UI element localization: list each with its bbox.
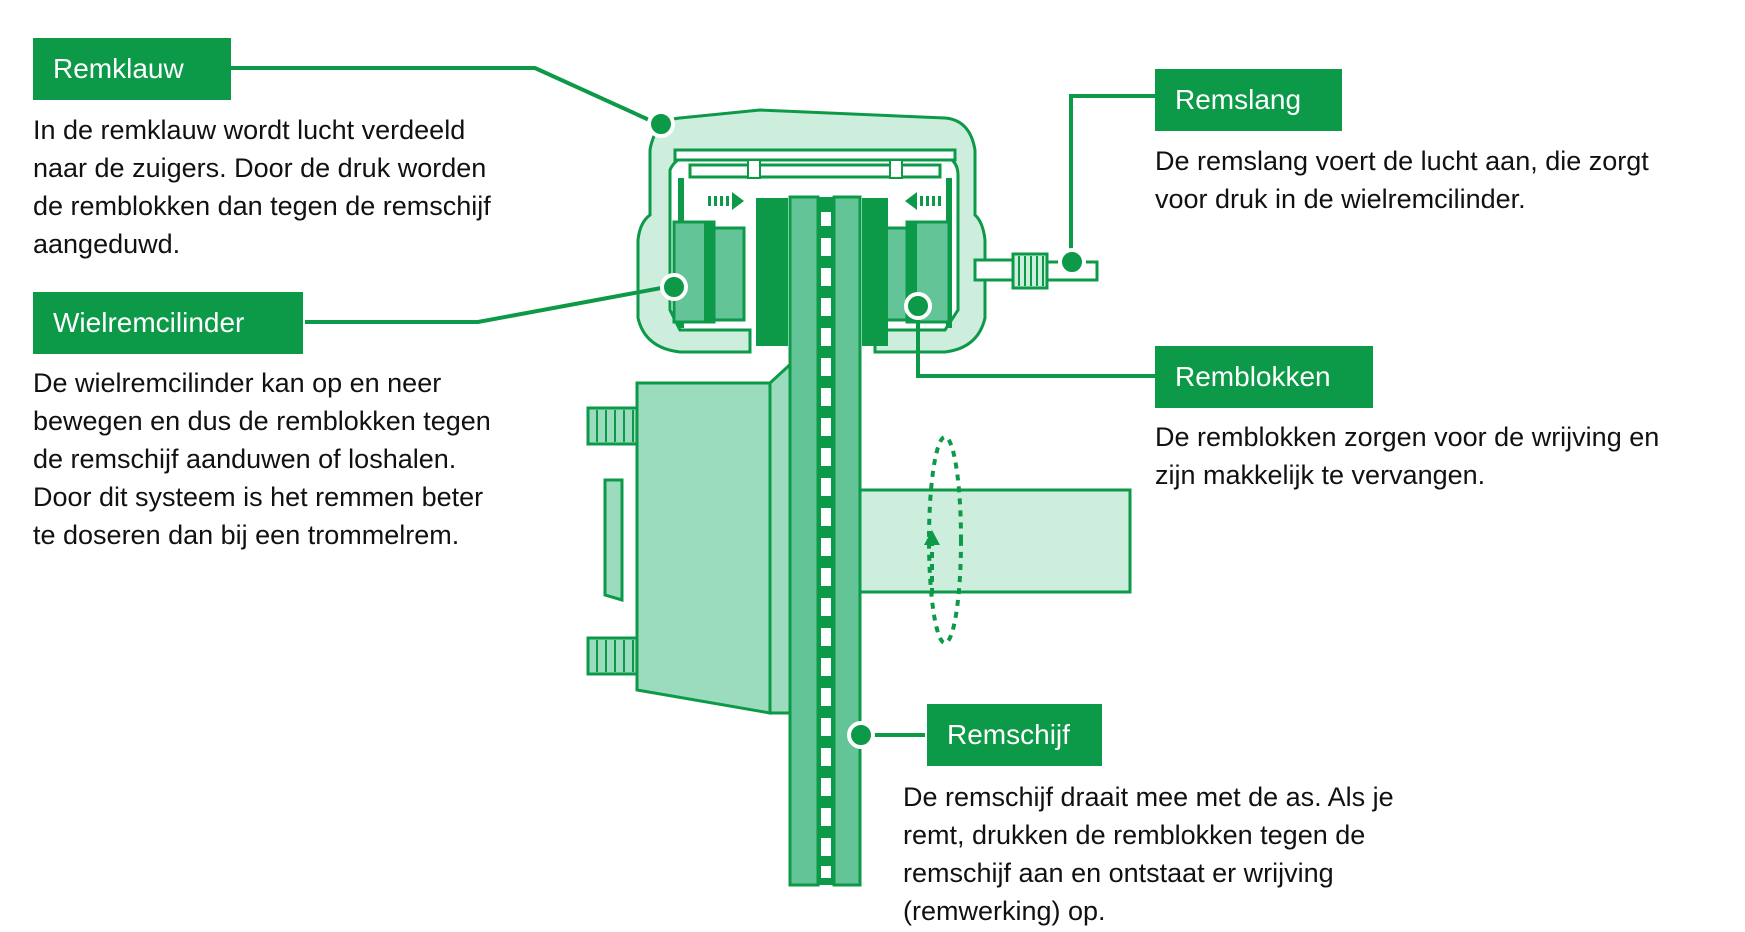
axle <box>853 488 1132 594</box>
desc-remblokken: De remblokken zorgen voor de wrijving en… <box>1155 422 1660 490</box>
dot-wielremcilinder <box>660 273 688 301</box>
leader-wielremcilinder <box>305 284 673 324</box>
desc-remschijf: De remschijf draait mee met de as. Als j… <box>903 782 1394 926</box>
rotation-arrow <box>924 435 963 645</box>
piston-arrow-left <box>708 192 744 210</box>
wheel-hub <box>586 356 797 715</box>
dot-remslang <box>1058 248 1086 276</box>
desc-remklauw: In de remklauw wordt lucht verdeeld naar… <box>33 115 491 259</box>
label-remschijf: Remschijf <box>927 704 1102 766</box>
leader-remslang <box>1069 94 1155 260</box>
leader-remklauw <box>230 66 659 126</box>
label-remklauw: Remklauw <box>33 38 231 100</box>
leader-remblokken <box>916 306 1155 378</box>
label-remblokken: Remblokken <box>1155 346 1373 408</box>
brake-pad-right <box>862 198 951 346</box>
desc-remslang: De remslang voert de lucht aan, die zorg… <box>1155 146 1649 214</box>
brake-hose-fitting <box>973 252 1099 290</box>
label-remslang: Remslang <box>1155 69 1342 131</box>
label-wielremcilinder: Wielremcilinder <box>33 292 303 354</box>
dot-remschijf <box>847 721 875 749</box>
brake-disc <box>788 195 862 887</box>
dot-remblokken <box>904 292 932 320</box>
piston-arrow-right <box>905 192 941 210</box>
dot-remklauw <box>647 110 675 138</box>
desc-wielremcilinder: De wielremcilinder kan op en neer bewege… <box>33 368 491 550</box>
brake-pad-left <box>672 198 788 346</box>
